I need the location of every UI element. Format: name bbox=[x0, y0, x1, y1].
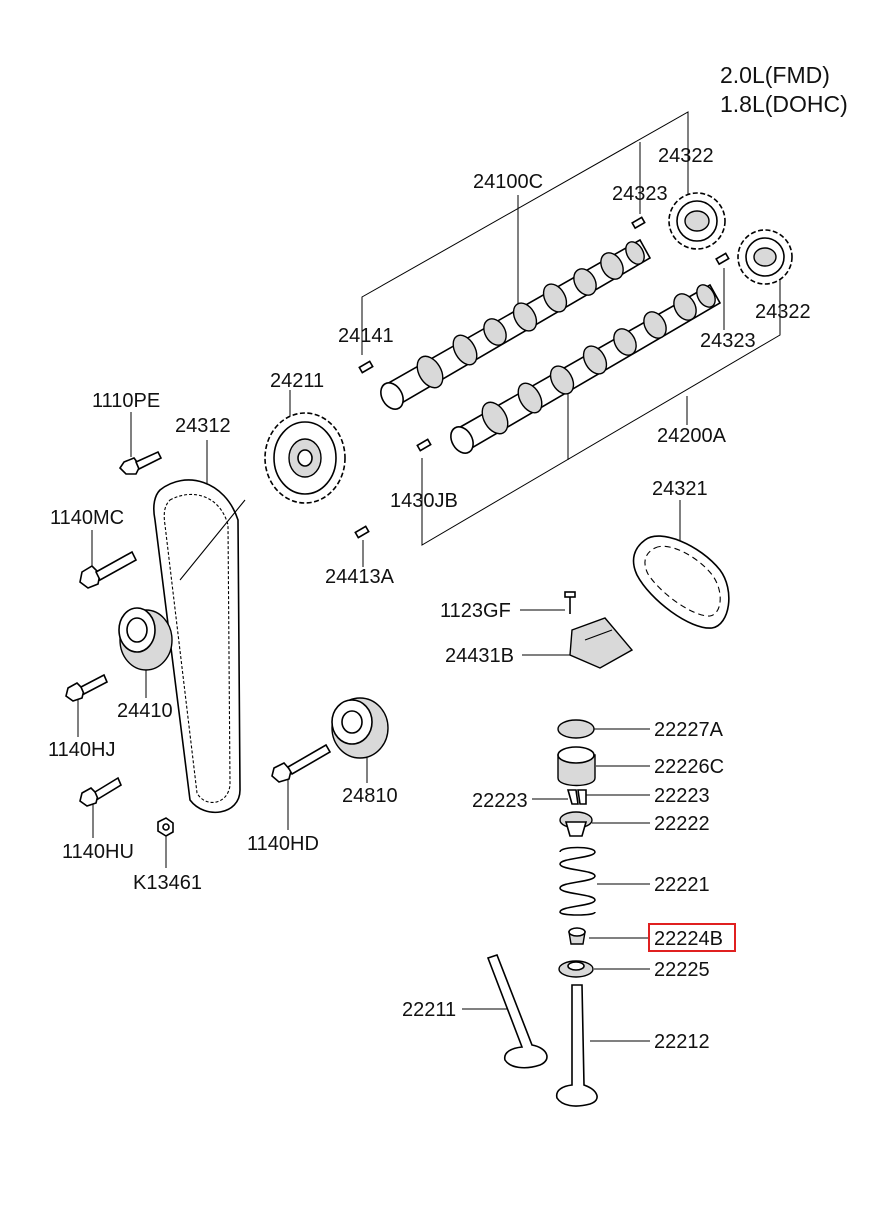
bolt-1140MC bbox=[79, 550, 138, 589]
stem-seal-22224B bbox=[568, 927, 586, 945]
label-24312[interactable]: 24312 bbox=[175, 415, 231, 437]
leader-lines bbox=[77, 111, 781, 1042]
highlight-box-22224B bbox=[648, 923, 736, 952]
label-24322-top[interactable]: 24322 bbox=[658, 145, 714, 167]
sprocket-24322-lower bbox=[737, 229, 793, 285]
plate-24431B bbox=[569, 617, 634, 669]
shim-22227A bbox=[557, 719, 595, 739]
label-1110PE[interactable]: 1110PE bbox=[92, 390, 160, 412]
label-24323-right[interactable]: 24323 bbox=[700, 330, 756, 352]
idler-pulley-24810 bbox=[331, 697, 389, 759]
label-24431B[interactable]: 24431B bbox=[445, 645, 514, 667]
sprocket-24322-upper bbox=[668, 192, 726, 250]
tappet-22226C bbox=[557, 746, 596, 787]
label-24322-right[interactable]: 24322 bbox=[755, 301, 811, 323]
camshaft-24100C bbox=[380, 238, 652, 410]
label-24321[interactable]: 24321 bbox=[652, 478, 708, 500]
label-24141[interactable]: 24141 bbox=[338, 325, 394, 347]
timing-chain-24321 bbox=[632, 535, 730, 629]
label-1140HU[interactable]: 1140HU bbox=[62, 841, 134, 863]
valve-spring-22221 bbox=[559, 846, 596, 916]
label-22224B[interactable]: 22224B bbox=[654, 928, 723, 950]
label-24211[interactable]: 24211 bbox=[270, 370, 324, 392]
part-labels: 24100C 24322 24323 24141 24322 24323 242… bbox=[48, 145, 811, 1053]
label-22221[interactable]: 22221 bbox=[654, 874, 710, 896]
label-24810[interactable]: 24810 bbox=[342, 785, 398, 807]
nut-K13461 bbox=[157, 817, 174, 837]
label-22222[interactable]: 22222 bbox=[654, 813, 710, 835]
timing-belt-24312 bbox=[153, 479, 246, 814]
valve-22212 bbox=[555, 984, 598, 1107]
bolt-1140HD bbox=[271, 743, 332, 783]
key-24323-lower bbox=[715, 252, 730, 266]
valve-22211 bbox=[486, 954, 548, 1069]
label-K13461[interactable]: K13461 bbox=[133, 872, 202, 894]
label-24413A[interactable]: 24413A bbox=[325, 566, 395, 588]
label-22211[interactable]: 22211 bbox=[402, 999, 456, 1021]
crank-sprocket-24410 bbox=[118, 607, 173, 671]
label-1140HD[interactable]: 1140HD bbox=[247, 833, 319, 855]
retainer-22222 bbox=[559, 811, 593, 837]
label-24323-top[interactable]: 24323 bbox=[612, 183, 668, 205]
key-24323-upper bbox=[631, 216, 646, 230]
pin-24413A bbox=[354, 525, 370, 539]
pin-1430JB bbox=[416, 438, 432, 452]
engine-variant-line-1: 2.0L(FMD) bbox=[720, 62, 830, 88]
label-22225[interactable]: 22225 bbox=[654, 959, 710, 981]
bolt-1110PE bbox=[118, 450, 163, 475]
label-22226C[interactable]: 22226C bbox=[654, 756, 724, 778]
label-22227A[interactable]: 22227A bbox=[654, 719, 724, 741]
bolt-1140HJ bbox=[65, 673, 109, 702]
label-22223-left[interactable]: 22223 bbox=[472, 790, 528, 812]
engine-variant-line-2: 1.8L(DOHC) bbox=[720, 91, 848, 117]
label-1123GF[interactable]: 1123GF bbox=[440, 600, 511, 622]
cam-sprocket-24211 bbox=[264, 412, 346, 504]
label-24410[interactable]: 24410 bbox=[117, 700, 173, 722]
label-22223-right[interactable]: 22223 bbox=[654, 785, 710, 807]
retainer-lock-22223 bbox=[566, 789, 587, 805]
label-1140HJ[interactable]: 1140HJ bbox=[48, 739, 115, 761]
label-24100C[interactable]: 24100C bbox=[473, 171, 543, 193]
bolt-1140HU bbox=[79, 776, 123, 807]
camshaft-24200A bbox=[450, 283, 722, 454]
pin-24141 bbox=[358, 360, 374, 374]
label-24200A[interactable]: 24200A bbox=[657, 425, 727, 447]
label-22212[interactable]: 22212 bbox=[654, 1031, 710, 1053]
screw-1123GF bbox=[564, 591, 576, 614]
spring-seat-22225 bbox=[558, 960, 594, 978]
label-1430JB[interactable]: 1430JB bbox=[390, 490, 458, 512]
label-1140MC[interactable]: 1140MC bbox=[50, 507, 124, 529]
